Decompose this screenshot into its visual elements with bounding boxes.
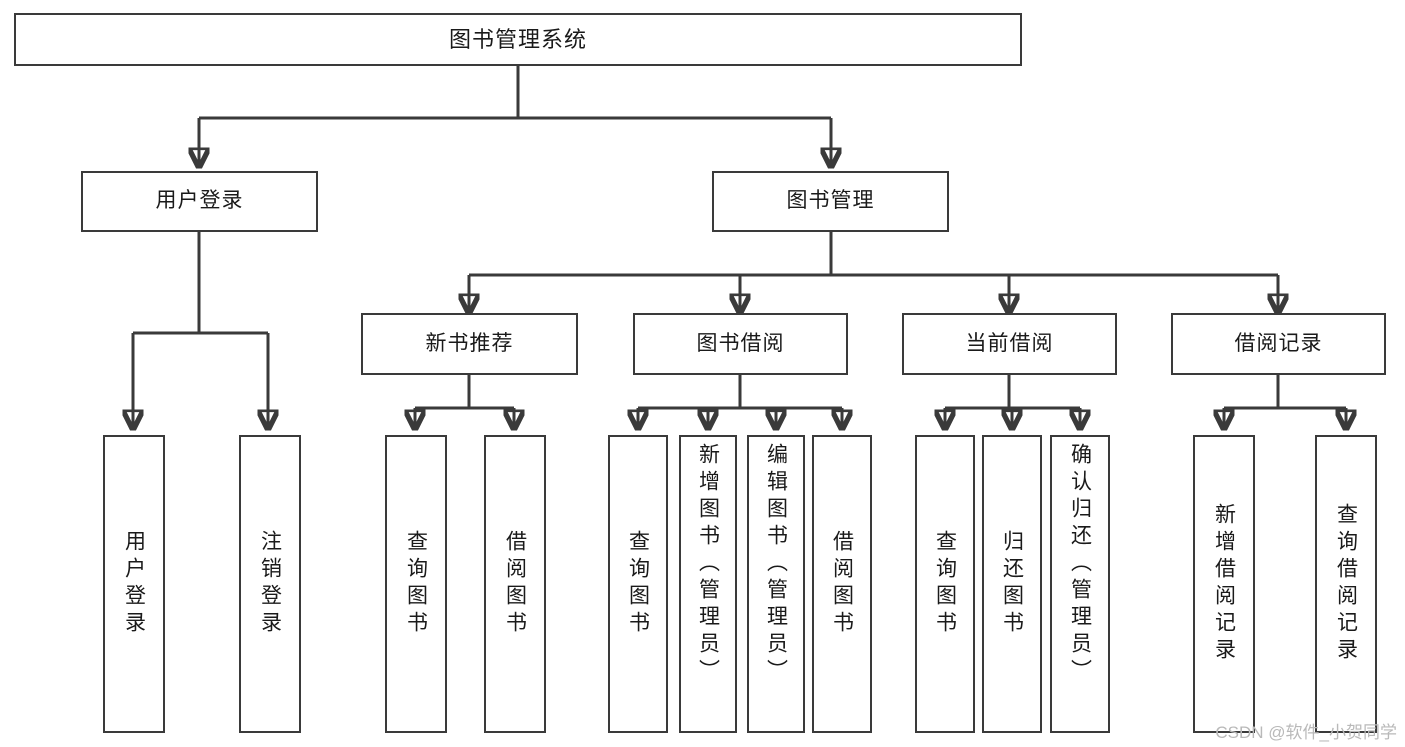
node-label: 用户登录 [122, 530, 146, 638]
node-label: 图书管理系统 [448, 26, 587, 52]
node-label: 新增借阅记录 [1212, 503, 1236, 665]
leaf-user-login-logout[interactable]: 注销登录 [239, 435, 301, 733]
node-label: 查询图书 [626, 530, 650, 638]
node-label: 确认归还（管理员） [1068, 443, 1092, 686]
leaf-book-borrow-edit-book-admin[interactable]: 编辑图书（管理员） [747, 435, 805, 733]
node-label: 当前借阅 [965, 331, 1054, 355]
node-label: 新书推荐 [425, 331, 514, 355]
node-label: 查询图书 [404, 530, 428, 638]
node-label: 借阅图书 [503, 530, 527, 638]
leaf-book-borrow-borrow-book[interactable]: 借阅图书 [812, 435, 872, 733]
leaf-new-book-borrow-book[interactable]: 借阅图书 [484, 435, 546, 733]
node-label: 图书管理 [786, 189, 875, 213]
node-label: 新增图书（管理员） [696, 443, 720, 686]
node-label: 编辑图书（管理员） [764, 443, 788, 686]
node-book-borrow[interactable]: 图书借阅 [633, 313, 848, 375]
node-label: 查询图书 [933, 530, 957, 638]
node-label: 借阅记录 [1234, 331, 1323, 355]
node-label: 查询借阅记录 [1334, 503, 1358, 665]
leaf-current-borrow-query-book[interactable]: 查询图书 [915, 435, 975, 733]
leaf-book-borrow-query-book[interactable]: 查询图书 [608, 435, 668, 733]
node-label: 借阅图书 [830, 530, 854, 638]
leaf-current-borrow-confirm-return-admin[interactable]: 确认归还（管理员） [1050, 435, 1110, 733]
node-borrow-record[interactable]: 借阅记录 [1171, 313, 1386, 375]
node-current-borrow[interactable]: 当前借阅 [902, 313, 1117, 375]
node-new-book-recommend[interactable]: 新书推荐 [361, 313, 578, 375]
leaf-borrow-record-add-record[interactable]: 新增借阅记录 [1193, 435, 1255, 733]
leaf-borrow-record-query-record[interactable]: 查询借阅记录 [1315, 435, 1377, 733]
node-label: 归还图书 [1000, 530, 1024, 638]
node-label: 注销登录 [258, 530, 282, 638]
node-user-login[interactable]: 用户登录 [81, 171, 318, 232]
leaf-current-borrow-return-book[interactable]: 归还图书 [982, 435, 1042, 733]
node-book-management[interactable]: 图书管理 [712, 171, 949, 232]
node-root-book-management-system[interactable]: 图书管理系统 [14, 13, 1022, 66]
watermark: CSDN @软件_小贺同学 [1215, 723, 1397, 742]
leaf-book-borrow-add-book-admin[interactable]: 新增图书（管理员） [679, 435, 737, 733]
node-label: 用户登录 [155, 189, 244, 213]
node-label: 图书借阅 [696, 331, 785, 355]
leaf-user-login-login[interactable]: 用户登录 [103, 435, 165, 733]
leaf-new-book-query-book[interactable]: 查询图书 [385, 435, 447, 733]
